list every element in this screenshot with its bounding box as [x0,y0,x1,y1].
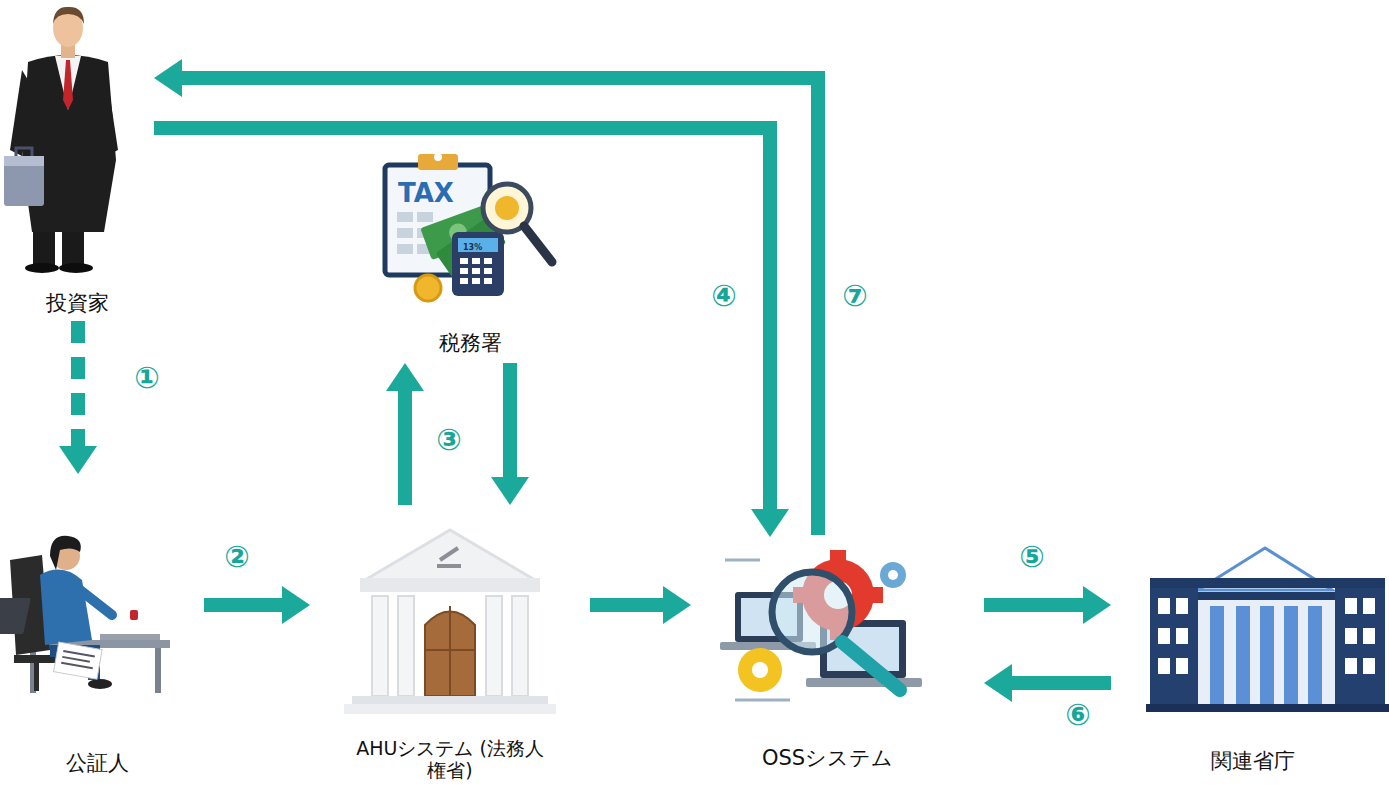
step-number: ⑦ [838,279,872,313]
arrow-head [282,586,310,624]
arrow-head [663,586,691,624]
notary-figure [0,536,170,693]
oss-icon [720,550,922,700]
flow-arrow [204,586,310,624]
notary-node: 公証人 [0,480,199,775]
arrow-head [59,446,97,474]
step-number: ⑥ [1061,698,1095,732]
step-number: ② [220,540,254,574]
node-label: 関連省庁 [1121,749,1384,773]
arrow-line [398,389,412,505]
ministry-node: 関連省庁 [1121,545,1384,773]
percent-text: 13% [463,243,482,252]
arrow-line [71,321,85,448]
ahu-node: AHUシステム (法務人権省) [315,510,585,782]
flow-arrow [386,363,424,505]
arrow-head [1083,586,1111,624]
arrow-line [590,598,665,612]
arrow-head [491,477,529,505]
flow-arrow [590,586,691,624]
flow-arrow [59,321,97,474]
node-label: 税務署 [376,331,564,355]
tax-text: TAX [398,178,454,208]
step-number: ④ [707,279,741,313]
ministry-building [1146,548,1389,712]
ahu-building [344,530,556,714]
oss-node: OSSシステム [696,540,959,770]
arrow-head [154,59,182,97]
step-number: ① [130,361,164,395]
arrow-line [154,128,770,511]
arrow-line [984,598,1085,612]
arrow-line [1010,676,1111,690]
node-label: OSSシステム [696,746,959,770]
flow-arrow [154,128,789,537]
step-number: ③ [432,423,466,457]
step-number: ⑤ [1015,540,1049,574]
arrow-head [751,509,789,537]
flow-arrow [984,664,1111,702]
investor-node: 投資家 [6,5,149,315]
arrow-line [204,598,284,612]
flow-arrow [491,363,529,505]
tax-icon [385,153,552,301]
arrow-line [503,363,517,479]
node-label: 公証人 [0,751,199,775]
flow-arrow [154,59,818,535]
node-label: AHUシステム (法務人権省) [350,738,550,782]
investor-figure [4,7,118,273]
node-label: 投資家 [6,291,149,315]
flow-arrow [984,586,1111,624]
arrow-head [984,664,1012,702]
arrow-head [386,363,424,391]
arrow-line [180,78,818,535]
